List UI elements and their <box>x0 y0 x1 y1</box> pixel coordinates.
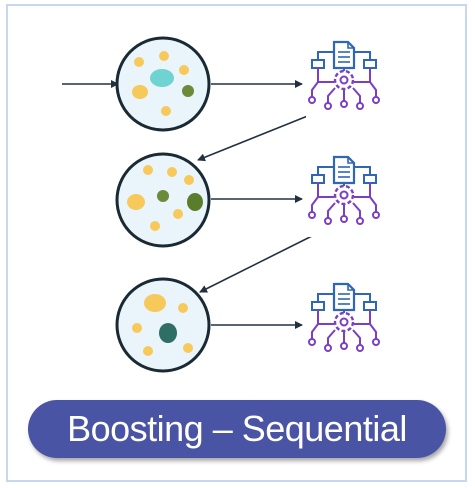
title-banner: Boosting – Sequential <box>28 400 446 458</box>
model-icon-2 <box>304 149 384 239</box>
model-icon-3 <box>304 276 384 366</box>
data-sample-3 <box>115 277 211 373</box>
data-sample-2 <box>115 152 211 248</box>
title-text: Boosting – Sequential <box>67 408 407 449</box>
data-sample-1 <box>115 36 211 132</box>
model-icon-1 <box>304 34 384 124</box>
